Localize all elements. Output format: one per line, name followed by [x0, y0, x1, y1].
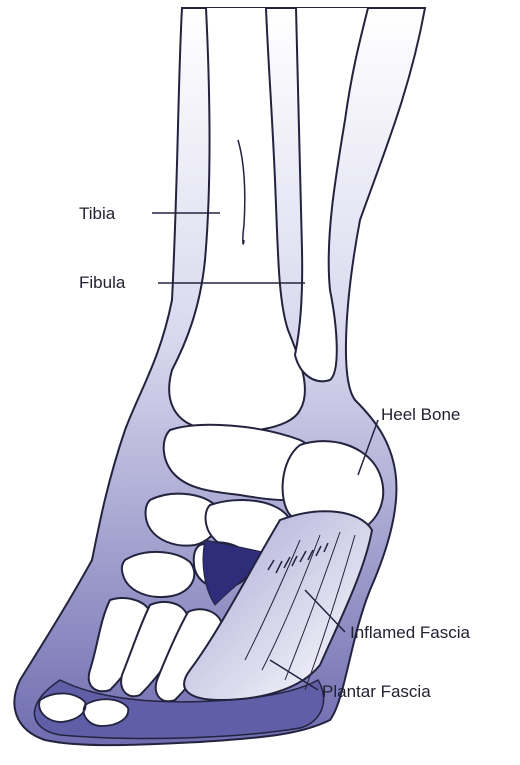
tibia-label: Tibia [79, 205, 115, 222]
heel-bone-label: Heel Bone [381, 406, 460, 423]
inflamed-fascia-label: Inflamed Fascia [350, 624, 470, 641]
fibula-label: Fibula [79, 274, 125, 291]
plantar-fascia-label: Plantar Fascia [322, 683, 431, 700]
